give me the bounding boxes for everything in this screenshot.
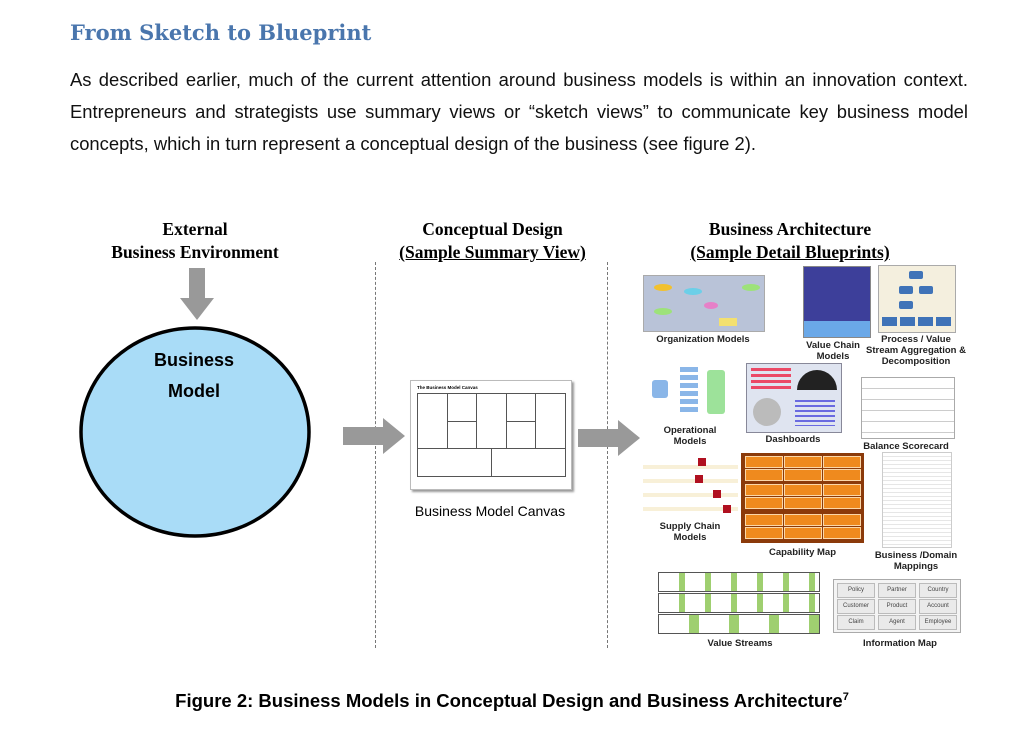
caption-line: Models (673, 532, 707, 543)
body-paragraph: As described earlier, much of the curren… (70, 69, 968, 154)
caption-information-map: Information Map (863, 638, 937, 649)
caption-line: Models (816, 351, 850, 362)
right-arrow-icon (343, 418, 405, 454)
caption-line: Stream Aggregation & (866, 345, 966, 356)
organization-models-image (643, 275, 765, 332)
figure-caption: Figure 2: Business Models in Conceptual … (0, 690, 1024, 712)
balance-scorecard-image (861, 377, 955, 439)
caption-operational-models: Operational Models (645, 425, 735, 447)
figure-caption-text: Figure 2: Business Models in Conceptual … (175, 690, 843, 711)
info-map-item: Country (919, 583, 957, 598)
col-heading-external: External Business Environment (90, 218, 300, 264)
info-map-item: Product (878, 599, 916, 614)
caption-line: Supply Chain (659, 521, 721, 532)
section-heading: From Sketch to Blueprint (70, 20, 372, 45)
caption-organization-models: Organization Models (656, 334, 750, 345)
down-arrow-icon (180, 268, 214, 320)
business-model-canvas-image: The Business Model Canvas (410, 380, 572, 490)
info-map-item: Agent (878, 615, 916, 630)
caption-line: Process / Value (881, 334, 951, 345)
info-map-item: Claim (837, 615, 875, 630)
circle-label-line: Model (168, 381, 220, 401)
caption-line: Value Chain (806, 340, 860, 351)
divider (375, 262, 376, 648)
caption-dashboards: Dashboards (765, 434, 821, 445)
caption-line: Mappings (893, 561, 939, 572)
value-streams-image (648, 570, 820, 634)
info-map-item: Policy (837, 583, 875, 598)
heading-line: (Sample Detail Blueprints) (690, 242, 890, 262)
caption-line: Business /Domain (874, 550, 958, 561)
heading-line: External (162, 219, 228, 239)
caption-value-streams: Value Streams (707, 638, 773, 649)
heading-line: Business Environment (111, 242, 279, 262)
canvas-title: The Business Model Canvas (417, 385, 478, 390)
right-arrow-icon (578, 420, 640, 456)
value-chain-image (803, 266, 871, 338)
info-map-item: Employee (919, 615, 957, 630)
info-map-item: Account (919, 599, 957, 614)
heading-line: Conceptual Design (422, 219, 563, 239)
heading-line: (Sample Summary View) (399, 242, 586, 262)
info-map-item: Customer (837, 599, 875, 614)
caption-process-value-stream: Process / Value Stream Aggregation & Dec… (858, 334, 974, 367)
footnote-marker: 7 (842, 690, 849, 703)
info-map-item: Partner (878, 583, 916, 598)
caption-capability-map: Capability Map (768, 547, 837, 558)
caption-value-chain: Value Chain Models (783, 340, 883, 362)
process-value-stream-image (878, 265, 956, 333)
business-model-circle (79, 326, 311, 538)
circle-label-line: Business (153, 350, 235, 370)
capability-map-image (741, 453, 864, 543)
operational-models-image (652, 362, 727, 420)
caption-balance-scorecard: Balance Scorecard (863, 441, 949, 452)
caption-line: Operational (663, 425, 717, 436)
col-heading-conceptual: Conceptual Design (Sample Summary View) (380, 218, 605, 264)
business-domain-mappings-image (882, 452, 952, 548)
heading-line: Business Architecture (708, 219, 872, 239)
caption-supply-chain: Supply Chain Models (645, 521, 735, 543)
circle-label: Business Model (80, 345, 308, 407)
caption-line: Decomposition (881, 356, 951, 367)
supply-chain-image (643, 455, 738, 515)
dashboards-image (746, 363, 842, 433)
canvas-label: Business Model Canvas (414, 503, 566, 519)
caption-line: Models (673, 436, 707, 447)
col-heading-architecture: Business Architecture (Sample Detail Blu… (660, 218, 920, 264)
information-map-image: Policy Partner Country Customer Product … (833, 579, 961, 633)
caption-business-domain-mappings: Business /Domain Mappings (866, 550, 966, 572)
divider (607, 262, 608, 648)
